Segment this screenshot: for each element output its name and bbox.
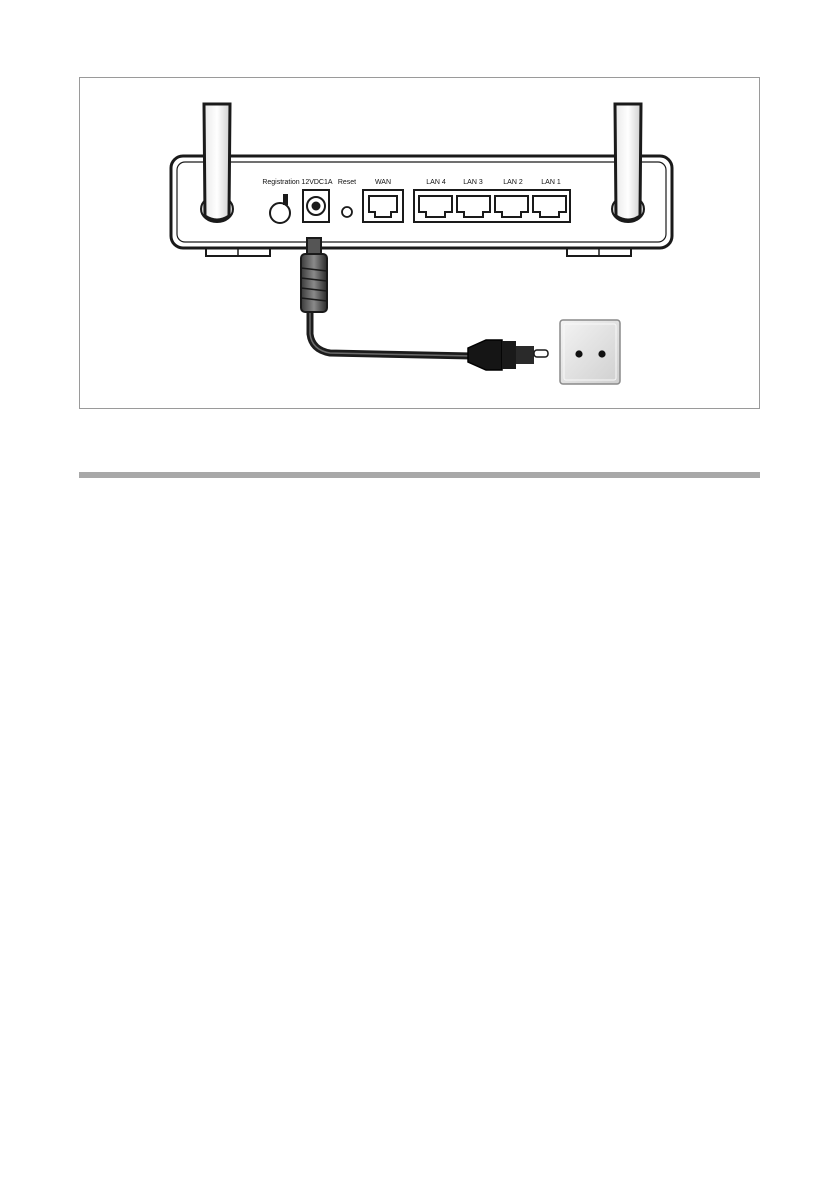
lan2-label: LAN 2 bbox=[503, 179, 523, 186]
reset-label: Reset bbox=[338, 179, 356, 186]
antenna-left bbox=[204, 104, 230, 220]
lan-ports bbox=[414, 190, 570, 222]
wan-port bbox=[363, 190, 403, 222]
reset-hole bbox=[342, 207, 352, 217]
mains-plug bbox=[468, 340, 548, 370]
lan1-label: LAN 1 bbox=[541, 179, 561, 186]
wan-label: WAN bbox=[375, 179, 391, 186]
lan3-label: LAN 3 bbox=[463, 179, 483, 186]
router-illustration: Registration 12VDC1A Reset WAN LAN 4 LAN… bbox=[80, 78, 761, 410]
lan4-label: LAN 4 bbox=[426, 179, 446, 186]
power-label: 12VDC1A bbox=[301, 179, 332, 186]
power-jack bbox=[303, 190, 329, 222]
power-cable bbox=[310, 310, 472, 356]
registration-label: Registration bbox=[262, 179, 299, 186]
router-connection-figure: Registration 12VDC1A Reset WAN LAN 4 LAN… bbox=[79, 77, 760, 409]
antenna-right bbox=[615, 104, 641, 220]
wall-outlet bbox=[560, 320, 620, 384]
section-divider bbox=[79, 472, 760, 478]
